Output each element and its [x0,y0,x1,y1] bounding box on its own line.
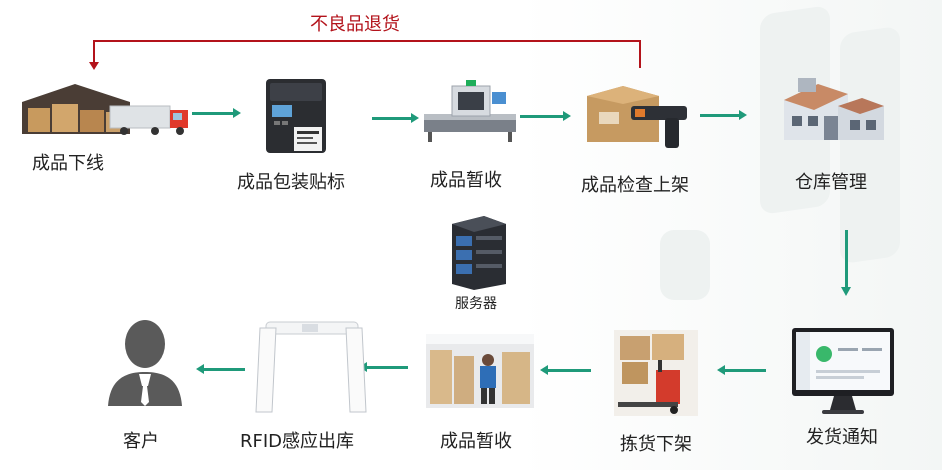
return-flow-arrowhead [89,62,99,70]
flow-arrow-down [841,230,851,296]
node-label-warehouse-mgmt: 仓库管理 [795,172,867,193]
pallet-jack-image [614,330,698,416]
node-label-ship-notice: 发货通知 [806,427,878,448]
node-label-temp-receive-bottom: 成品暂收 [440,431,512,452]
node-label-inspect-shelve: 成品检查上架 [581,175,689,196]
flow-arrow-left [540,365,591,375]
node-label-customer: 客户 [123,431,159,452]
flow-arrow-right [520,111,571,121]
flow-arrow-right [372,113,419,123]
flow-arrow-left [196,364,245,374]
server-image [444,214,514,290]
node-label-pick-unshelve: 拣货下架 [620,434,692,455]
flow-arrow-left [359,362,408,372]
rfid-gate-image [252,318,368,414]
box-scanner-image [583,84,691,152]
background-panel [660,230,710,300]
warehouse-building-image [778,70,888,148]
node-label-temp-receive-top: 成品暂收 [430,170,502,191]
customer-icon [106,316,184,406]
node-label-production-offline: 成品下线 [32,153,104,174]
server-label: 服务器 [455,296,497,312]
conveyor-reader-image [420,78,520,144]
flow-arrow-right [192,108,241,118]
return-flow-label: 不良品退货 [310,14,400,35]
warehouse-worker-image [426,334,534,408]
node-label-packaging-labeling: 成品包装贴标 [237,172,345,193]
flow-arrow-right [700,110,747,120]
flow-arrow-left [717,365,766,375]
node-label-rfid-out: RFID感应出库 [240,431,355,452]
monitor-image [790,326,896,416]
warehouse-truck-image [20,82,192,138]
return-flow-line [93,40,641,68]
label-printer-image [260,75,332,155]
